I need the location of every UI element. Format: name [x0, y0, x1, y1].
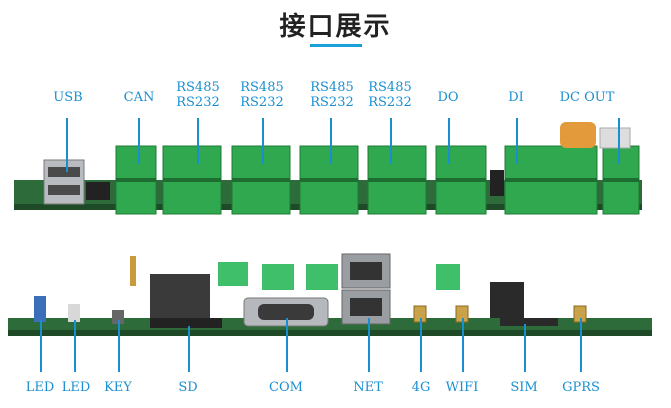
page-title: 接口展示 [279, 12, 392, 42]
label-com: COM [269, 380, 303, 395]
label-di: DI [508, 90, 524, 105]
label-led-1: LED [25, 380, 55, 395]
pointer-can [138, 118, 140, 164]
label-do: DO [437, 90, 459, 105]
pointer-di [516, 118, 518, 164]
label-sd: SD [178, 380, 198, 395]
label-can: CAN [123, 90, 155, 105]
pointer-rs-3 [330, 118, 332, 164]
pointer-led-2 [74, 320, 76, 372]
pointer-gprs [580, 318, 582, 372]
pointer-net [368, 318, 370, 372]
sim-slot [500, 318, 558, 326]
pointer-rs-1 [197, 118, 199, 164]
label-key: KEY [104, 380, 132, 395]
label-4g: 4G [411, 380, 431, 395]
label-net: NET [353, 380, 383, 395]
sd-slot [150, 318, 222, 328]
title-underline [310, 44, 362, 47]
label-wifi: WIFI [445, 380, 479, 395]
pointer-led-1 [40, 320, 42, 372]
pointer-usb [66, 118, 68, 172]
pointer-key [118, 320, 120, 372]
pointer-wifi [462, 318, 464, 372]
label-gprs: GPRS [562, 380, 600, 395]
pointer-dc-out [618, 118, 620, 164]
pointer-do [448, 118, 450, 164]
pointer-4g [420, 318, 422, 372]
label-sim: SIM [510, 380, 538, 395]
label-dc-out: DC OUT [559, 90, 615, 105]
pointer-sim [524, 324, 526, 372]
label-led-2: LED [61, 380, 91, 395]
pointer-rs-2 [262, 118, 264, 164]
pointer-rs-4 [390, 118, 392, 164]
usb-port [43, 159, 85, 205]
pointer-sd [188, 326, 190, 372]
label-usb: USB [53, 90, 83, 105]
pointer-com [286, 318, 288, 372]
